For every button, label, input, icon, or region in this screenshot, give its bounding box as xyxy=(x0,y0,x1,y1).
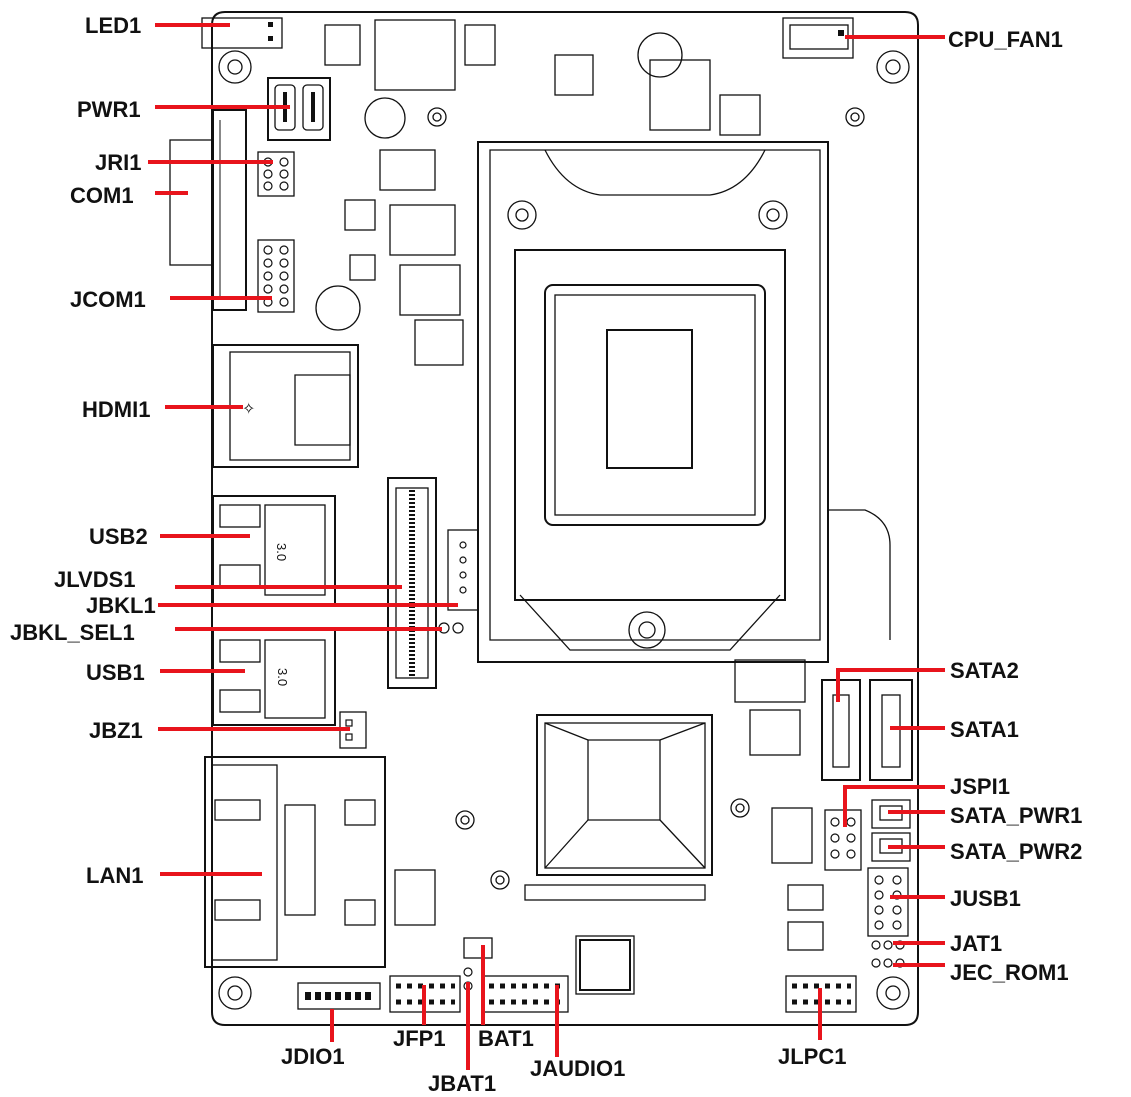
board-outline xyxy=(211,11,919,1026)
com-port-connector xyxy=(169,109,247,311)
usb1-connector: 3.0 xyxy=(212,629,336,726)
superio-chip xyxy=(575,935,635,995)
label-jbkl-sel1: JBKL_SEL1 xyxy=(10,620,135,645)
sata2-connector xyxy=(821,679,861,781)
led-component xyxy=(201,17,283,49)
label-cpu-fan1: CPU_FAN1 xyxy=(948,27,1063,52)
cpu-fan-connector xyxy=(789,24,849,50)
label-jat1: JAT1 xyxy=(950,931,1002,956)
label-sata2: SATA2 xyxy=(950,658,1019,683)
jcom1-header xyxy=(257,239,295,313)
label-usb1: USB1 xyxy=(86,660,145,685)
label-com1: COM1 xyxy=(70,183,134,208)
label-hdmi1: HDMI1 xyxy=(82,397,150,422)
label-jlpc1: JLPC1 xyxy=(778,1044,846,1069)
label-usb2: USB2 xyxy=(89,524,148,549)
label-jlvds1: JLVDS1 xyxy=(54,567,136,592)
mounting-holes xyxy=(218,50,910,1010)
label-jspi1: JSPI1 xyxy=(950,774,1010,799)
label-jaudio1: JAUDIO1 xyxy=(530,1056,625,1081)
label-sata-pwr2: SATA_PWR2 xyxy=(950,839,1082,864)
leader-lines xyxy=(148,23,945,1070)
label-sata-pwr1: SATA_PWR1 xyxy=(950,803,1082,828)
label-jbz1: JBZ1 xyxy=(89,718,143,743)
jdio1-header xyxy=(297,982,381,1010)
chipset xyxy=(536,714,713,876)
label-jbkl1: JBKL1 xyxy=(86,593,156,618)
leader-line-sata2 xyxy=(836,668,945,702)
label-pwr1: PWR1 xyxy=(77,97,141,122)
label-led1: LED1 xyxy=(85,13,141,38)
misc-components xyxy=(394,659,824,951)
jbkl1-connector xyxy=(447,529,479,611)
jbkl-sel1-jumper xyxy=(438,622,464,634)
label-lan1: LAN1 xyxy=(86,863,143,888)
top-components xyxy=(315,17,854,366)
label-jbat1: JBAT1 xyxy=(428,1071,496,1096)
leader-line-jspi1 xyxy=(843,785,945,827)
label-jcom1: JCOM1 xyxy=(70,287,146,312)
jri1-header xyxy=(257,151,295,197)
label-jdio1: JDIO1 xyxy=(281,1044,345,1069)
label-jusb1: JUSB1 xyxy=(950,886,1021,911)
lvds-connector xyxy=(387,477,437,689)
svg-text:3.0: 3.0 xyxy=(275,668,290,686)
lan-connector xyxy=(204,756,386,968)
cpu-socket xyxy=(477,141,891,663)
svg-text:3.0: 3.0 xyxy=(274,543,289,561)
label-sata1: SATA1 xyxy=(950,717,1019,742)
usb2-connector: 3.0 xyxy=(212,495,336,607)
label-bat1: BAT1 xyxy=(478,1026,534,1051)
svg-text:✧: ✧ xyxy=(242,399,255,418)
jusb1-header xyxy=(867,867,909,937)
label-jri1: JRI1 xyxy=(95,150,141,175)
label-jfp1: JFP1 xyxy=(393,1026,446,1051)
label-jec-rom1: JEC_ROM1 xyxy=(950,960,1069,985)
